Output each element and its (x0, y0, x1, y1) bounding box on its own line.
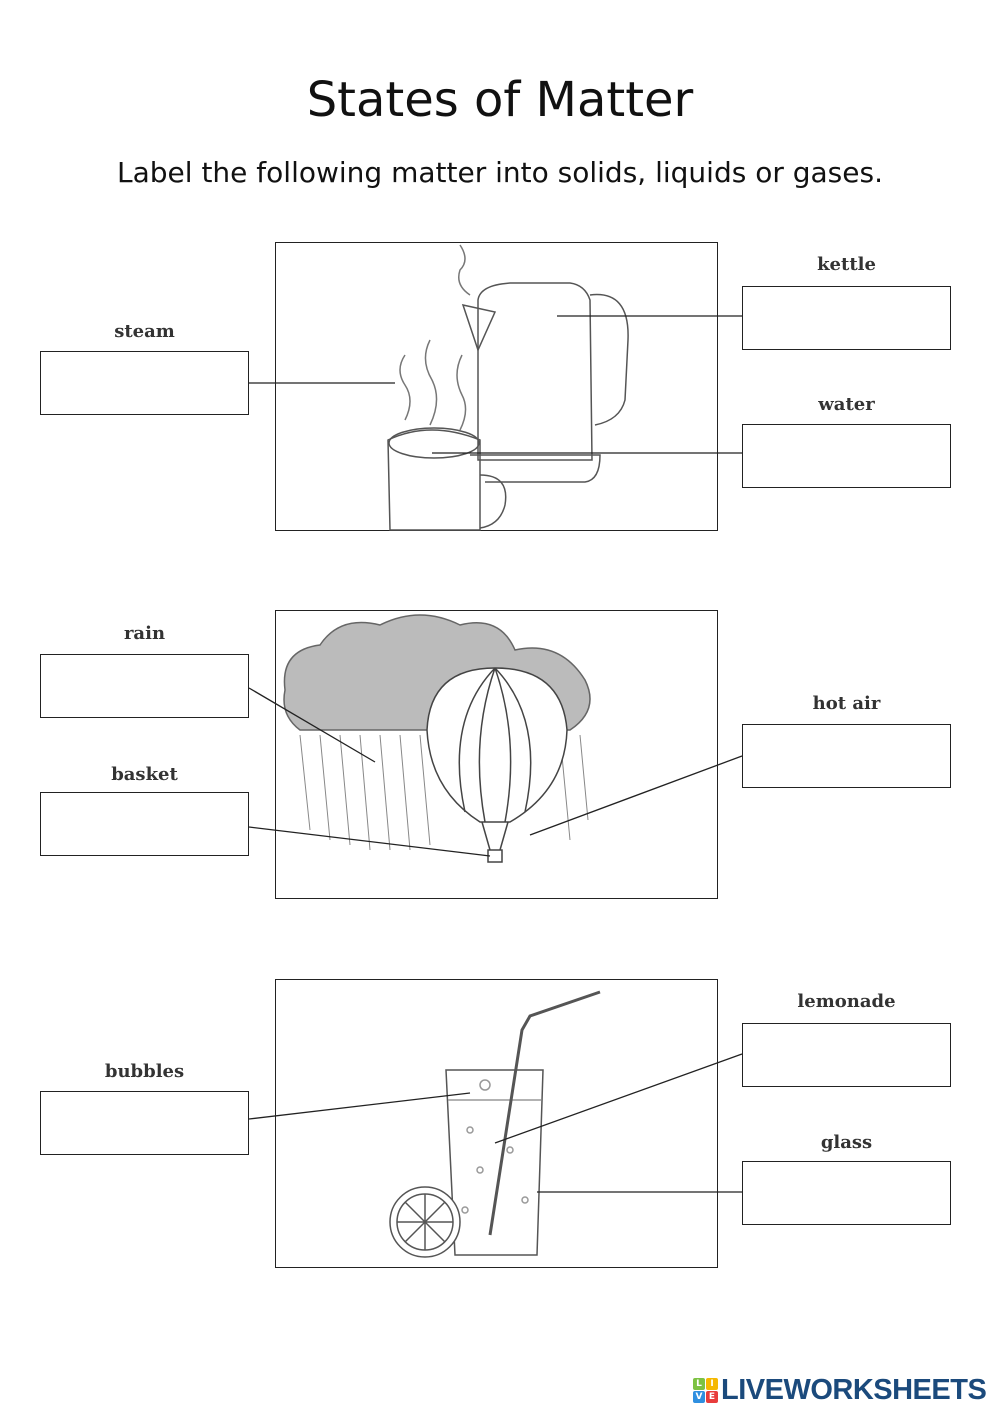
logo-letter: L (693, 1378, 705, 1390)
water-answer-input[interactable] (742, 424, 951, 488)
lemon-slice-illustration (389, 1186, 461, 1258)
cup-illustration (387, 339, 507, 531)
bubbles-label: bubbles (104, 1061, 185, 1082)
logo-letter: E (706, 1391, 718, 1403)
hot-air-label: hot air (812, 693, 881, 714)
page-title: States of Matter (306, 72, 694, 128)
balloon-rain-picture (275, 610, 718, 899)
rain-illustration (299, 734, 589, 851)
leader-lines (248, 315, 743, 1193)
steam-answer-input[interactable] (40, 351, 249, 415)
glass-label: glass (820, 1132, 873, 1153)
instructions: Label the following matter into solids, … (117, 156, 883, 189)
glass-answer-input[interactable] (742, 1161, 951, 1225)
logo-text: LIVEWORKSHEETS (721, 1374, 987, 1406)
water-label: water (818, 394, 875, 415)
kettle-label: kettle (817, 254, 876, 275)
kettle-answer-input[interactable] (742, 286, 951, 350)
basket-label: basket (111, 764, 178, 785)
rain-answer-input[interactable] (40, 654, 249, 718)
rain-label: rain (123, 623, 166, 644)
logo-icon: L I V E (693, 1378, 718, 1403)
basket-answer-input[interactable] (40, 792, 249, 856)
hot-air-answer-input[interactable] (742, 724, 951, 788)
logo-letter: V (693, 1391, 705, 1403)
hot-air-balloon-illustration (426, 667, 568, 863)
lemonade-picture (275, 979, 718, 1268)
lemonade-label: lemonade (797, 991, 896, 1012)
lemonade-answer-input[interactable] (742, 1023, 951, 1087)
glass-illustration (445, 990, 601, 1256)
kettle-cup-picture (275, 242, 718, 531)
bubbles-answer-input[interactable] (40, 1091, 249, 1155)
logo-letter: I (706, 1378, 718, 1390)
liveworksheets-logo: L I V E LIVEWORKSHEETS (693, 1374, 987, 1407)
kettle-illustration (458, 244, 629, 483)
steam-label: steam (114, 321, 175, 342)
